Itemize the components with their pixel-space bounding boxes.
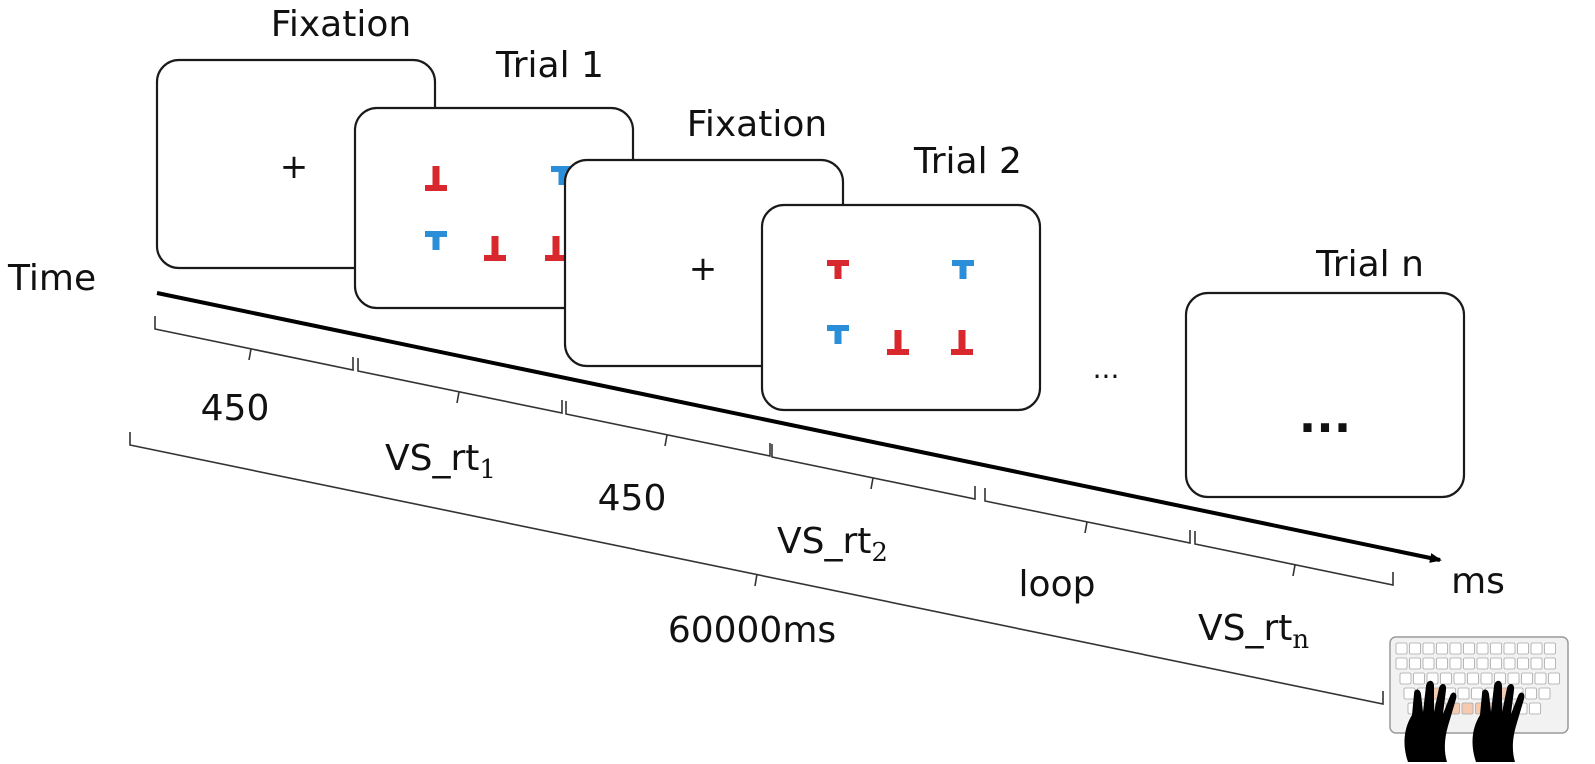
ms-label: ms [1451,561,1505,602]
duration-fixation-1: 450 [201,388,270,429]
brace-fixation-2 [565,401,771,457]
brace-loop [984,488,1191,544]
duration-trial-2: VS_rt2 [777,521,888,568]
trial-n-content: ... [1299,389,1351,443]
duration-total: 60000ms [668,610,836,651]
trial-2-title: Trial 2 [913,141,1022,182]
duration-trial-n: VS_rtn [1198,608,1309,655]
trial-1-title: Trial 1 [495,45,604,86]
inverted-t-stimulus-red [484,236,506,261]
t-stimulus-blue [952,260,974,279]
fixation-2-title: Fixation [687,104,827,145]
brace-trial-2 [771,444,976,500]
t-stimulus-blue [827,325,849,344]
duration-trial-n-base: VS_rt [1198,608,1292,649]
duration-trial-n-subscript: n [1292,625,1309,655]
duration-trial-2-subscript: 2 [871,538,888,568]
duration-trial-1-base: VS_rt [385,438,479,479]
brace-total [129,432,1384,705]
between-trials-ellipsis: ... [1093,352,1120,385]
fixation-cross: + [689,249,718,289]
duration-trial-2-base: VS_rt [777,521,871,562]
trial-2-screen [760,203,1042,412]
duration-fixation-2: 450 [598,478,667,519]
brace-trial-n [1194,531,1394,586]
inverted-t-stimulus-red [545,236,567,261]
inverted-t-stimulus-red [425,166,447,191]
fixation-1-title: Fixation [271,4,411,45]
time-label: Time [7,258,96,299]
t-stimulus-red [827,260,849,279]
brace-trial-1 [357,358,563,414]
inverted-t-stimulus-red [887,330,909,355]
trial-2-stimuli [827,260,974,355]
fixation-cross: + [280,147,309,187]
trial-1-stimuli [425,166,573,261]
duration-trial-1: VS_rt1 [385,438,496,485]
trial-n-screen: ... [1184,291,1466,499]
keyboard-with-hands-icon [1389,636,1569,762]
trial-1-screen [353,106,635,310]
inverted-t-stimulus-red [951,330,973,355]
duration-trial-1-subscript: 1 [479,455,496,485]
brace-fixation-1 [154,316,354,371]
t-stimulus-blue [425,231,447,250]
duration-loop: loop [1019,564,1096,605]
time-arrow [156,291,1442,563]
trial-n-title: Trial n [1315,244,1424,285]
t-stimulus-blue [551,166,573,185]
